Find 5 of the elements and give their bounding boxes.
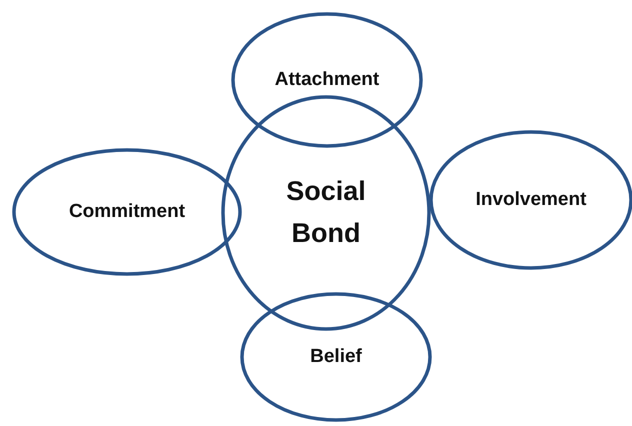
node-label: Involvement bbox=[476, 188, 586, 212]
node-label: Belief bbox=[310, 345, 362, 370]
node-label: Commitment bbox=[68, 200, 186, 224]
node-label: Attachment bbox=[274, 68, 380, 92]
node-label: Social Bond bbox=[285, 175, 367, 250]
